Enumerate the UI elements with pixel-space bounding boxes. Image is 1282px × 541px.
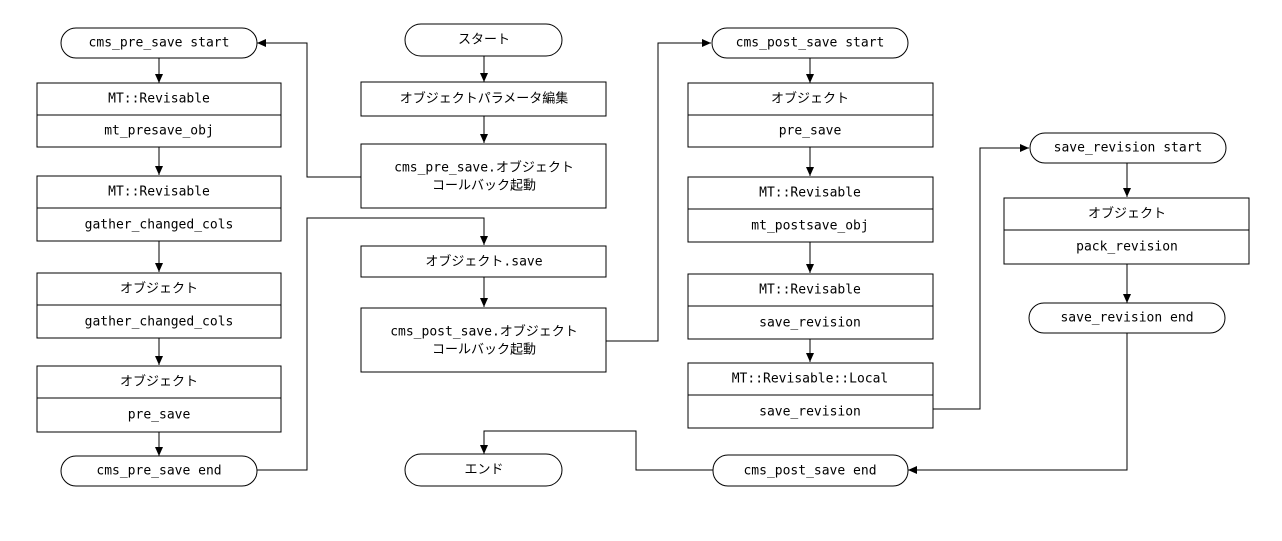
pre-callback-box	[360, 143, 607, 209]
post-callback-box	[360, 307, 607, 373]
edit-params-box	[360, 81, 607, 117]
pre-save-box-4-body: pre_save	[128, 408, 191, 423]
post-callback-label-line2: コールバック起動	[432, 343, 536, 358]
post-save-box-1-title: オブジェクト	[771, 91, 849, 107]
pre-save-box-4-title: オブジェクト	[120, 374, 198, 390]
post-save-box-2-title: MT::Revisable	[759, 186, 861, 201]
post-callback-label-line1: cms_post_save.オブジェクト	[390, 324, 578, 340]
pre-save-end-label: cms_pre_save end	[96, 464, 221, 479]
pre-save-end-terminal	[60, 455, 258, 487]
start-terminal	[404, 23, 563, 57]
pre-callback-label-line1: cms_pre_save.オブジェクト	[394, 160, 574, 176]
save-revision-column: save_revision start オブジェクト pack_revision…	[1003, 132, 1250, 334]
pre-save-box-1-body: mt_presave_obj	[104, 124, 214, 139]
connectors	[155, 39, 1131, 474]
post-save-box-4-body: save_revision	[759, 405, 861, 420]
save-revision-end-label: save_revision end	[1060, 311, 1193, 326]
start-label: スタート	[458, 33, 510, 48]
post-save-box-1-body: pre_save	[779, 124, 842, 139]
save-revision-start-label: save_revision start	[1054, 141, 1203, 156]
pre-save-box-2-title: MT::Revisable	[108, 185, 210, 200]
post-save-start-terminal	[711, 27, 909, 59]
connector-to-pre-save-start	[257, 39, 361, 178]
end-label: エンド	[464, 463, 503, 478]
post-save-end-terminal	[712, 454, 909, 487]
save-revision-box-1	[1003, 197, 1250, 265]
post-save-start-label: cms_post_save start	[736, 36, 885, 51]
connector-pre-save-end-to-save	[257, 217, 488, 471]
post-save-end-label: cms_post_save end	[743, 464, 876, 479]
post-save-box-2-body: mt_postsave_obj	[751, 219, 868, 234]
pre-callback-label-line2: コールバック起動	[432, 179, 536, 194]
pre-save-start-label: cms_pre_save start	[89, 36, 230, 51]
pre-save-box-3-title: オブジェクト	[120, 281, 198, 297]
edit-params-label: オブジェクトパラメータ編集	[400, 91, 569, 107]
pre-save-box-4	[36, 365, 282, 433]
pre-save-column: cms_pre_save start MT::Revisable mt_pres…	[36, 27, 282, 487]
save-revision-end-terminal	[1028, 302, 1226, 334]
pre-save-start-terminal	[60, 27, 258, 59]
save-revision-box-1-body: pack_revision	[1076, 240, 1178, 255]
connector-save-revision-end-to-post-save-end	[908, 333, 1128, 474]
post-save-box-3-title: MT::Revisable	[759, 283, 861, 298]
post-save-box-4-title: MT::Revisable::Local	[732, 372, 889, 387]
main-column: スタート オブジェクトパラメータ編集 cms_pre_save.オブジェクト コ…	[360, 23, 607, 487]
save-label: オブジェクト.save	[425, 254, 542, 270]
save-revision-start-terminal	[1029, 132, 1227, 164]
connector-to-save-revision-start	[933, 144, 1029, 410]
pre-save-box-2-body: gather_changed_cols	[85, 218, 234, 233]
pre-save-box-3-body: gather_changed_cols	[85, 315, 234, 330]
post-save-column: cms_post_save start オブジェクト pre_save MT::…	[687, 27, 934, 487]
post-save-box-3-body: save_revision	[759, 316, 861, 331]
connector-to-post-save-start	[606, 39, 711, 342]
save-revision-box-1-title: オブジェクト	[1088, 206, 1166, 222]
connector-post-save-end-to-end	[480, 430, 713, 471]
pre-save-box-1-title: MT::Revisable	[108, 92, 210, 107]
save-box	[360, 245, 607, 278]
end-terminal	[404, 453, 563, 487]
